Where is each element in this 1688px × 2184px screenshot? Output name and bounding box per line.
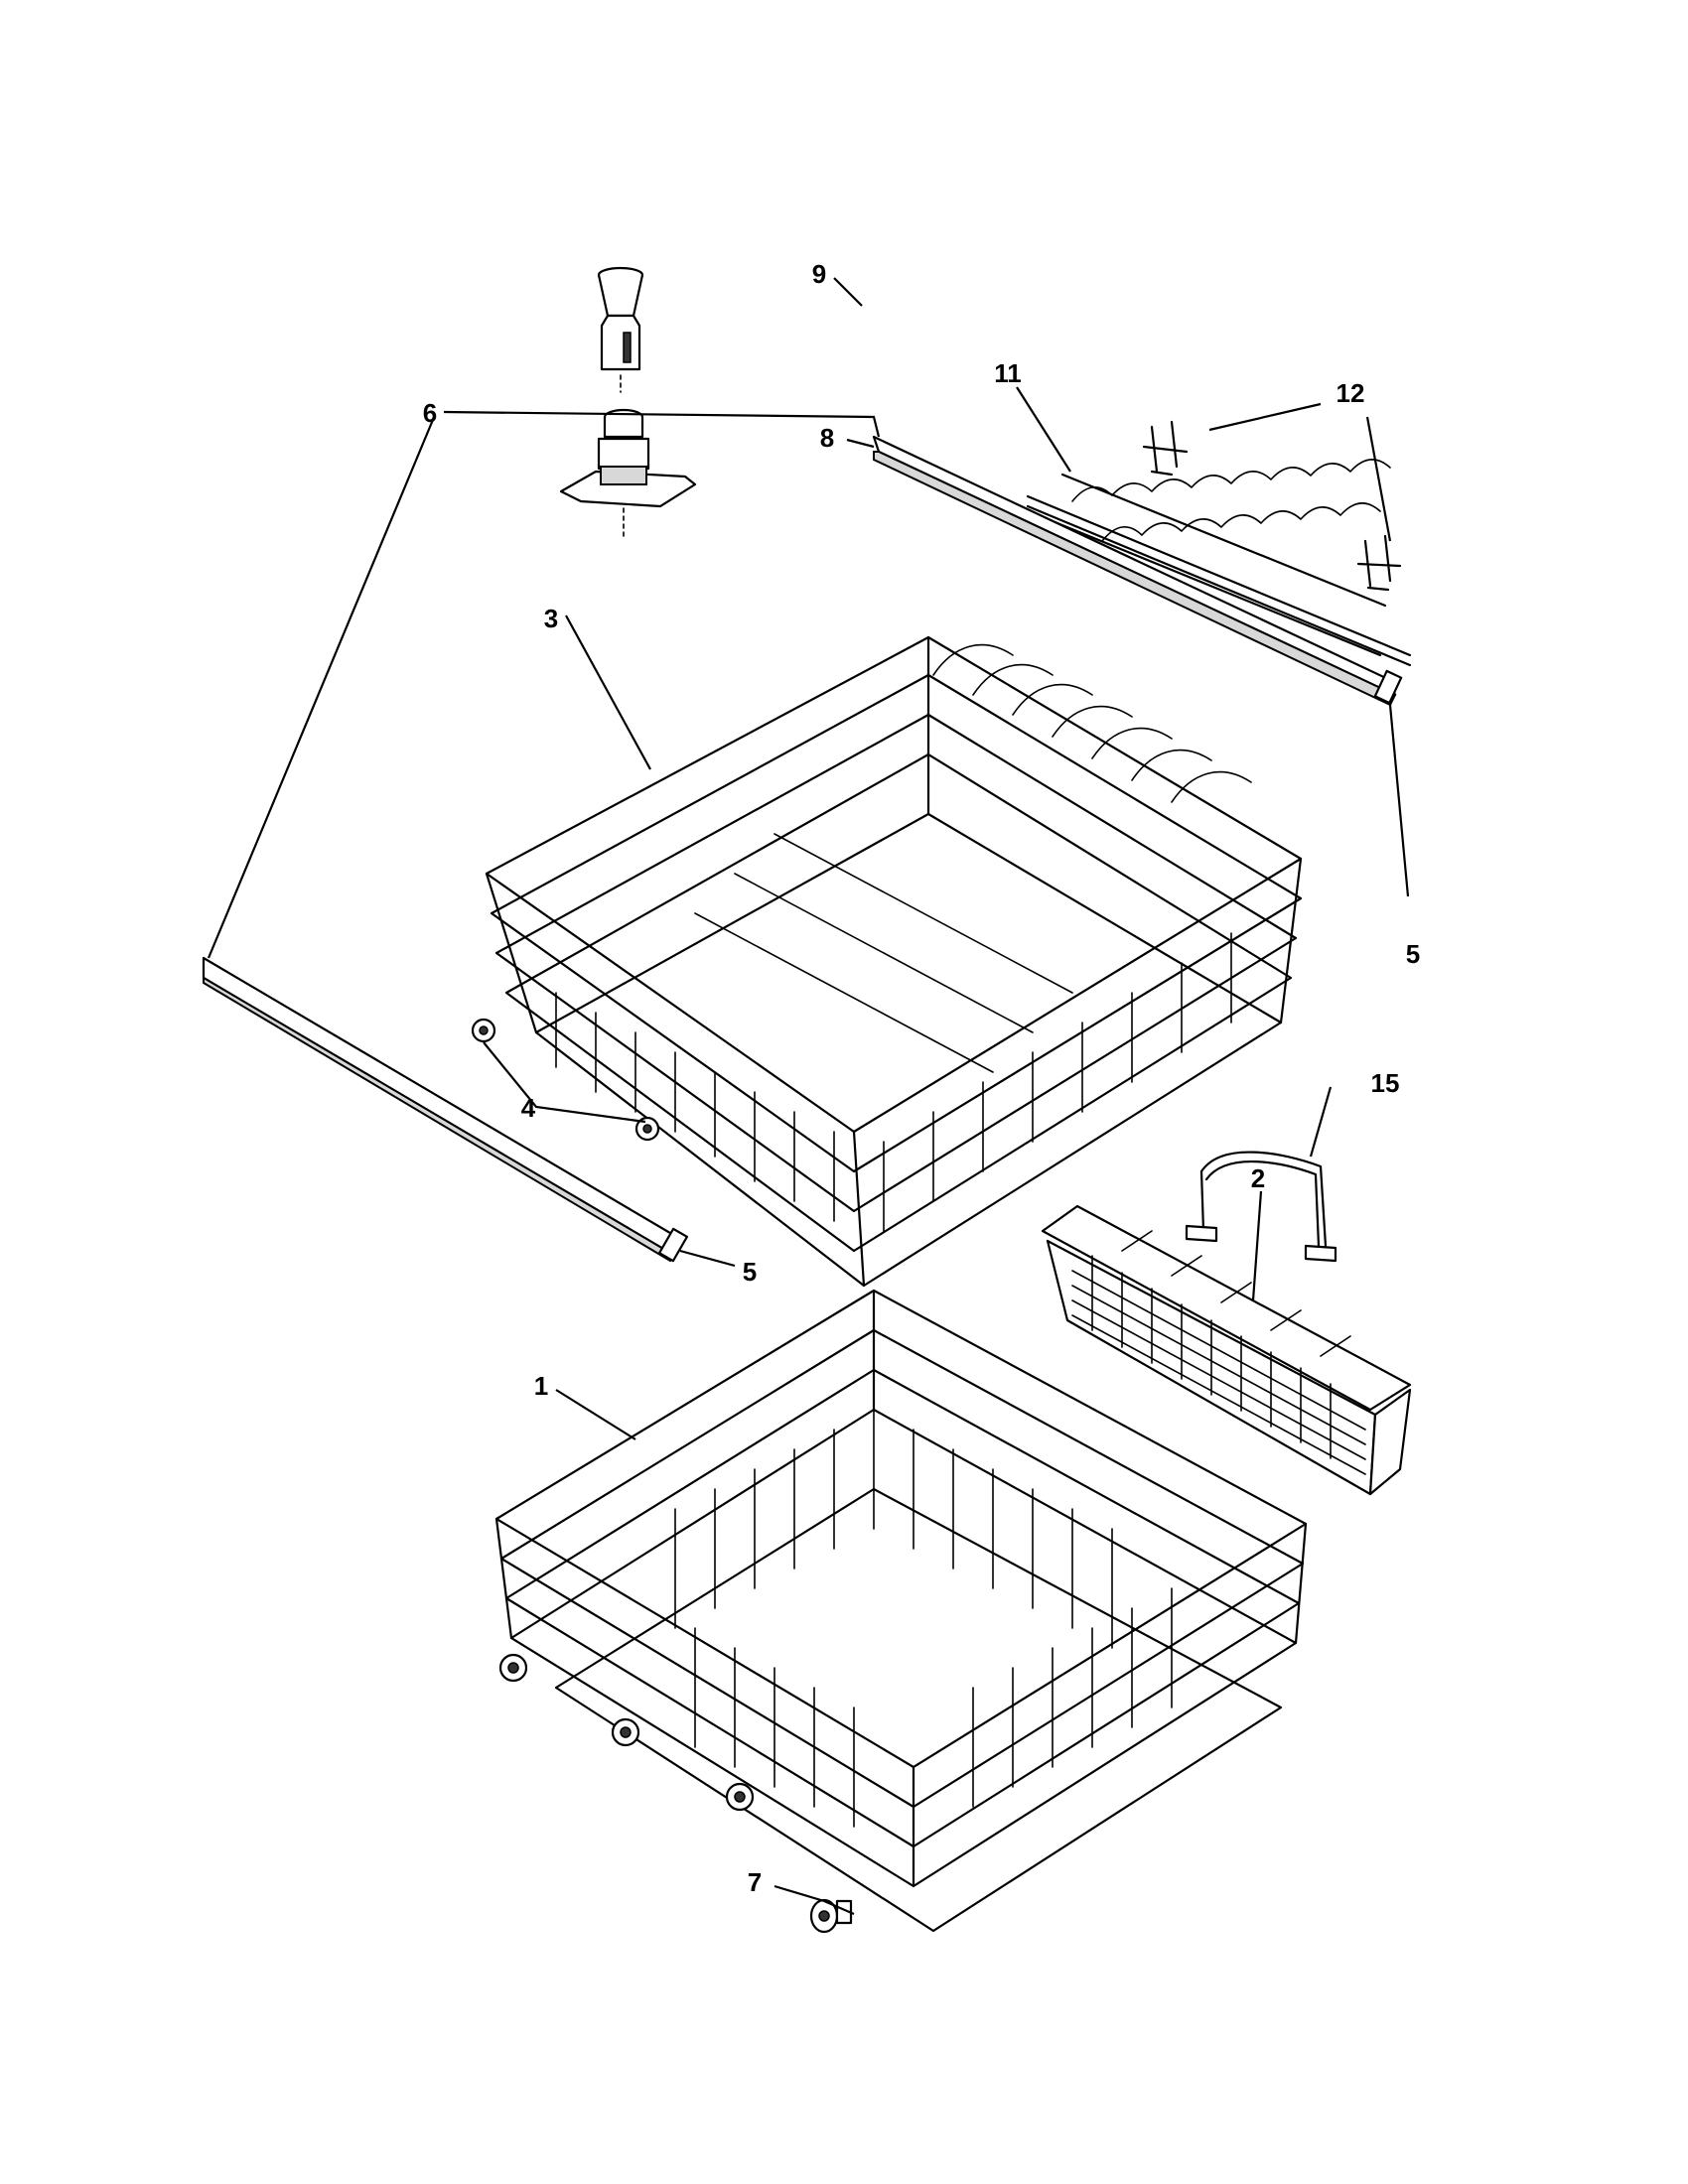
part-8-manifold: [559, 408, 697, 537]
callout-12: 12: [1336, 378, 1365, 408]
callout-5-lower: 5: [743, 1257, 757, 1287]
callout-9: 9: [812, 259, 826, 289]
part-11-tine-insert: [1026, 459, 1412, 667]
callout-2: 2: [1251, 1163, 1265, 1193]
callout-8: 8: [820, 423, 834, 453]
callout-11: 11: [994, 358, 1022, 388]
callout-7: 7: [748, 1867, 762, 1897]
part-2-silverware-basket: [1041, 1204, 1412, 1496]
part-12-clips: [1142, 420, 1402, 592]
part-6-rails: [202, 435, 1403, 1263]
callout-3: 3: [544, 604, 558, 633]
part-1-lower-rack: [494, 1289, 1308, 1933]
part-9-nozzle: [597, 266, 644, 393]
callout-4: 4: [521, 1093, 536, 1123]
part-15-basket-handle: [1185, 1151, 1337, 1263]
callout-5-upper: 5: [1406, 939, 1420, 969]
callout-labels: 9 8 11 12 6 3 5 4 5 15 2 1 7: [423, 259, 1420, 1897]
leader-lines: [207, 277, 1410, 1916]
basket-grid: [1071, 1255, 1366, 1475]
callout-15: 15: [1371, 1068, 1400, 1098]
callout-1: 1: [534, 1371, 548, 1401]
part-7-wheel: [809, 1898, 853, 1934]
callout-6: 6: [423, 398, 437, 428]
part-3-upper-rack: [471, 635, 1303, 1288]
